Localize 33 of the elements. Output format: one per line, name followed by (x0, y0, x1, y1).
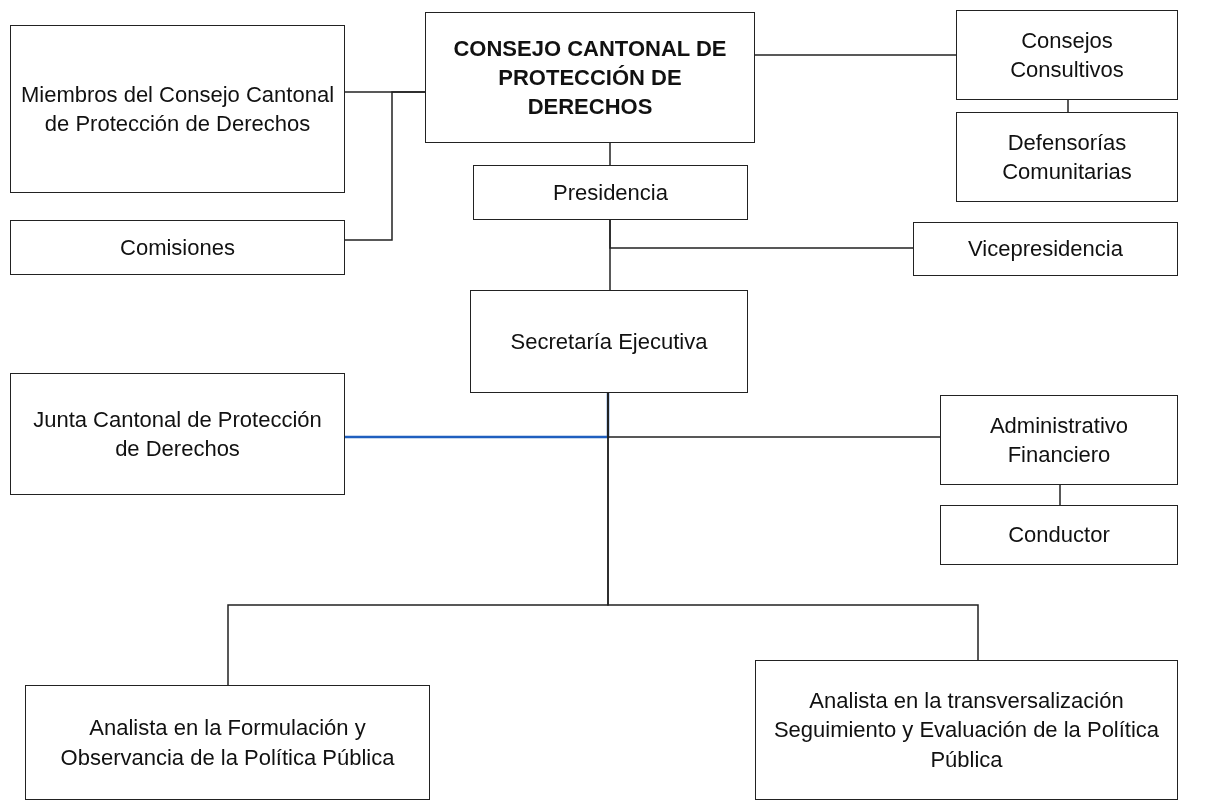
org-box (10, 373, 345, 495)
org-box (10, 25, 345, 193)
box-label: Secretaría Ejecutiva (510, 327, 708, 356)
box-label: Junta Cantonal de Protección de Derechos (32, 405, 323, 463)
connector-line (607, 392, 979, 661)
box-label: Analista en la Formulación y Observancia de la Política Pública (59, 714, 396, 772)
box-label: Comisiones (120, 233, 235, 262)
connector-line (609, 142, 611, 166)
org-box (470, 290, 748, 393)
org-box (10, 220, 345, 275)
org-box (956, 112, 1178, 202)
box-label: Administrativo Financiero (988, 411, 1130, 469)
box-label: Consejos Consultivos (1009, 26, 1125, 84)
org-box (25, 685, 430, 800)
connector-line (1059, 484, 1061, 506)
box-label: Vicepresidencia (968, 235, 1123, 264)
box-label: Presidencia (553, 178, 668, 207)
connector-line (754, 54, 957, 56)
org-box (473, 165, 748, 220)
org-box (956, 10, 1178, 100)
org-box (913, 222, 1178, 276)
box-label: Defensorías Comunitarias (1001, 128, 1133, 186)
connector-line (1067, 99, 1069, 113)
connector-line (344, 91, 426, 241)
box-label: Conductor (1008, 521, 1110, 550)
main-box (425, 12, 755, 143)
box-label: Miembros del Consejo Cantonal de Protección de Derechos (19, 80, 336, 138)
org-box (940, 505, 1178, 565)
connector-line (609, 219, 914, 249)
box-label: Analista en la transversalización Seguimiento y Evaluación de la Política Pública (772, 687, 1161, 774)
box-label: CONSEJO CANTONAL DE PROTECCIÓN DE DERECHOS (452, 34, 728, 122)
org-box (755, 660, 1178, 800)
org-box (940, 395, 1178, 485)
